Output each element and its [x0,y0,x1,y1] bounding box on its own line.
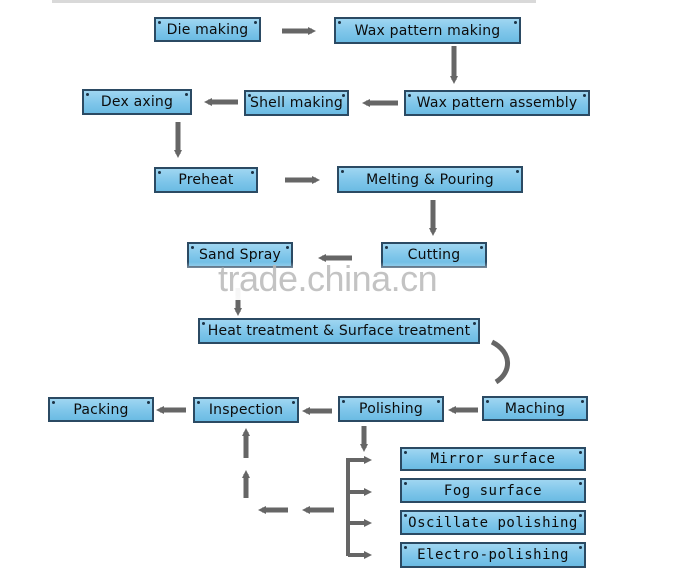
top-border [52,0,536,3]
option-fog-surface: Fog surface [400,478,586,503]
step-polishing: Polishing [338,396,444,422]
step-preheat: Preheat [154,167,258,193]
step-melting-pouring: Melting & Pouring [337,166,523,193]
step-shell-making: Shell making [244,90,349,116]
option-mirror-surface: Mirror surface [400,447,586,471]
step-wax-pattern-assembly: Wax pattern assembly [404,90,590,116]
option-oscillate-polishing: Oscillate polishing [400,510,586,535]
step-heat-treatment: Heat treatment & Surface treatment [198,318,480,344]
option-electro-polishing: Electro-polishing [400,542,586,568]
arrow-heat-to-maching [490,339,510,385]
step-inspection: Inspection [193,397,299,423]
step-dex-axing: Dex axing [82,89,192,115]
step-packing: Packing [48,397,154,422]
step-maching: Maching [482,396,588,421]
watermark-text: trade.china.cn [218,258,438,299]
watermark-fade [170,262,510,300]
step-wax-pattern-making: Wax pattern making [334,17,521,44]
step-die-making: Die making [154,17,261,42]
